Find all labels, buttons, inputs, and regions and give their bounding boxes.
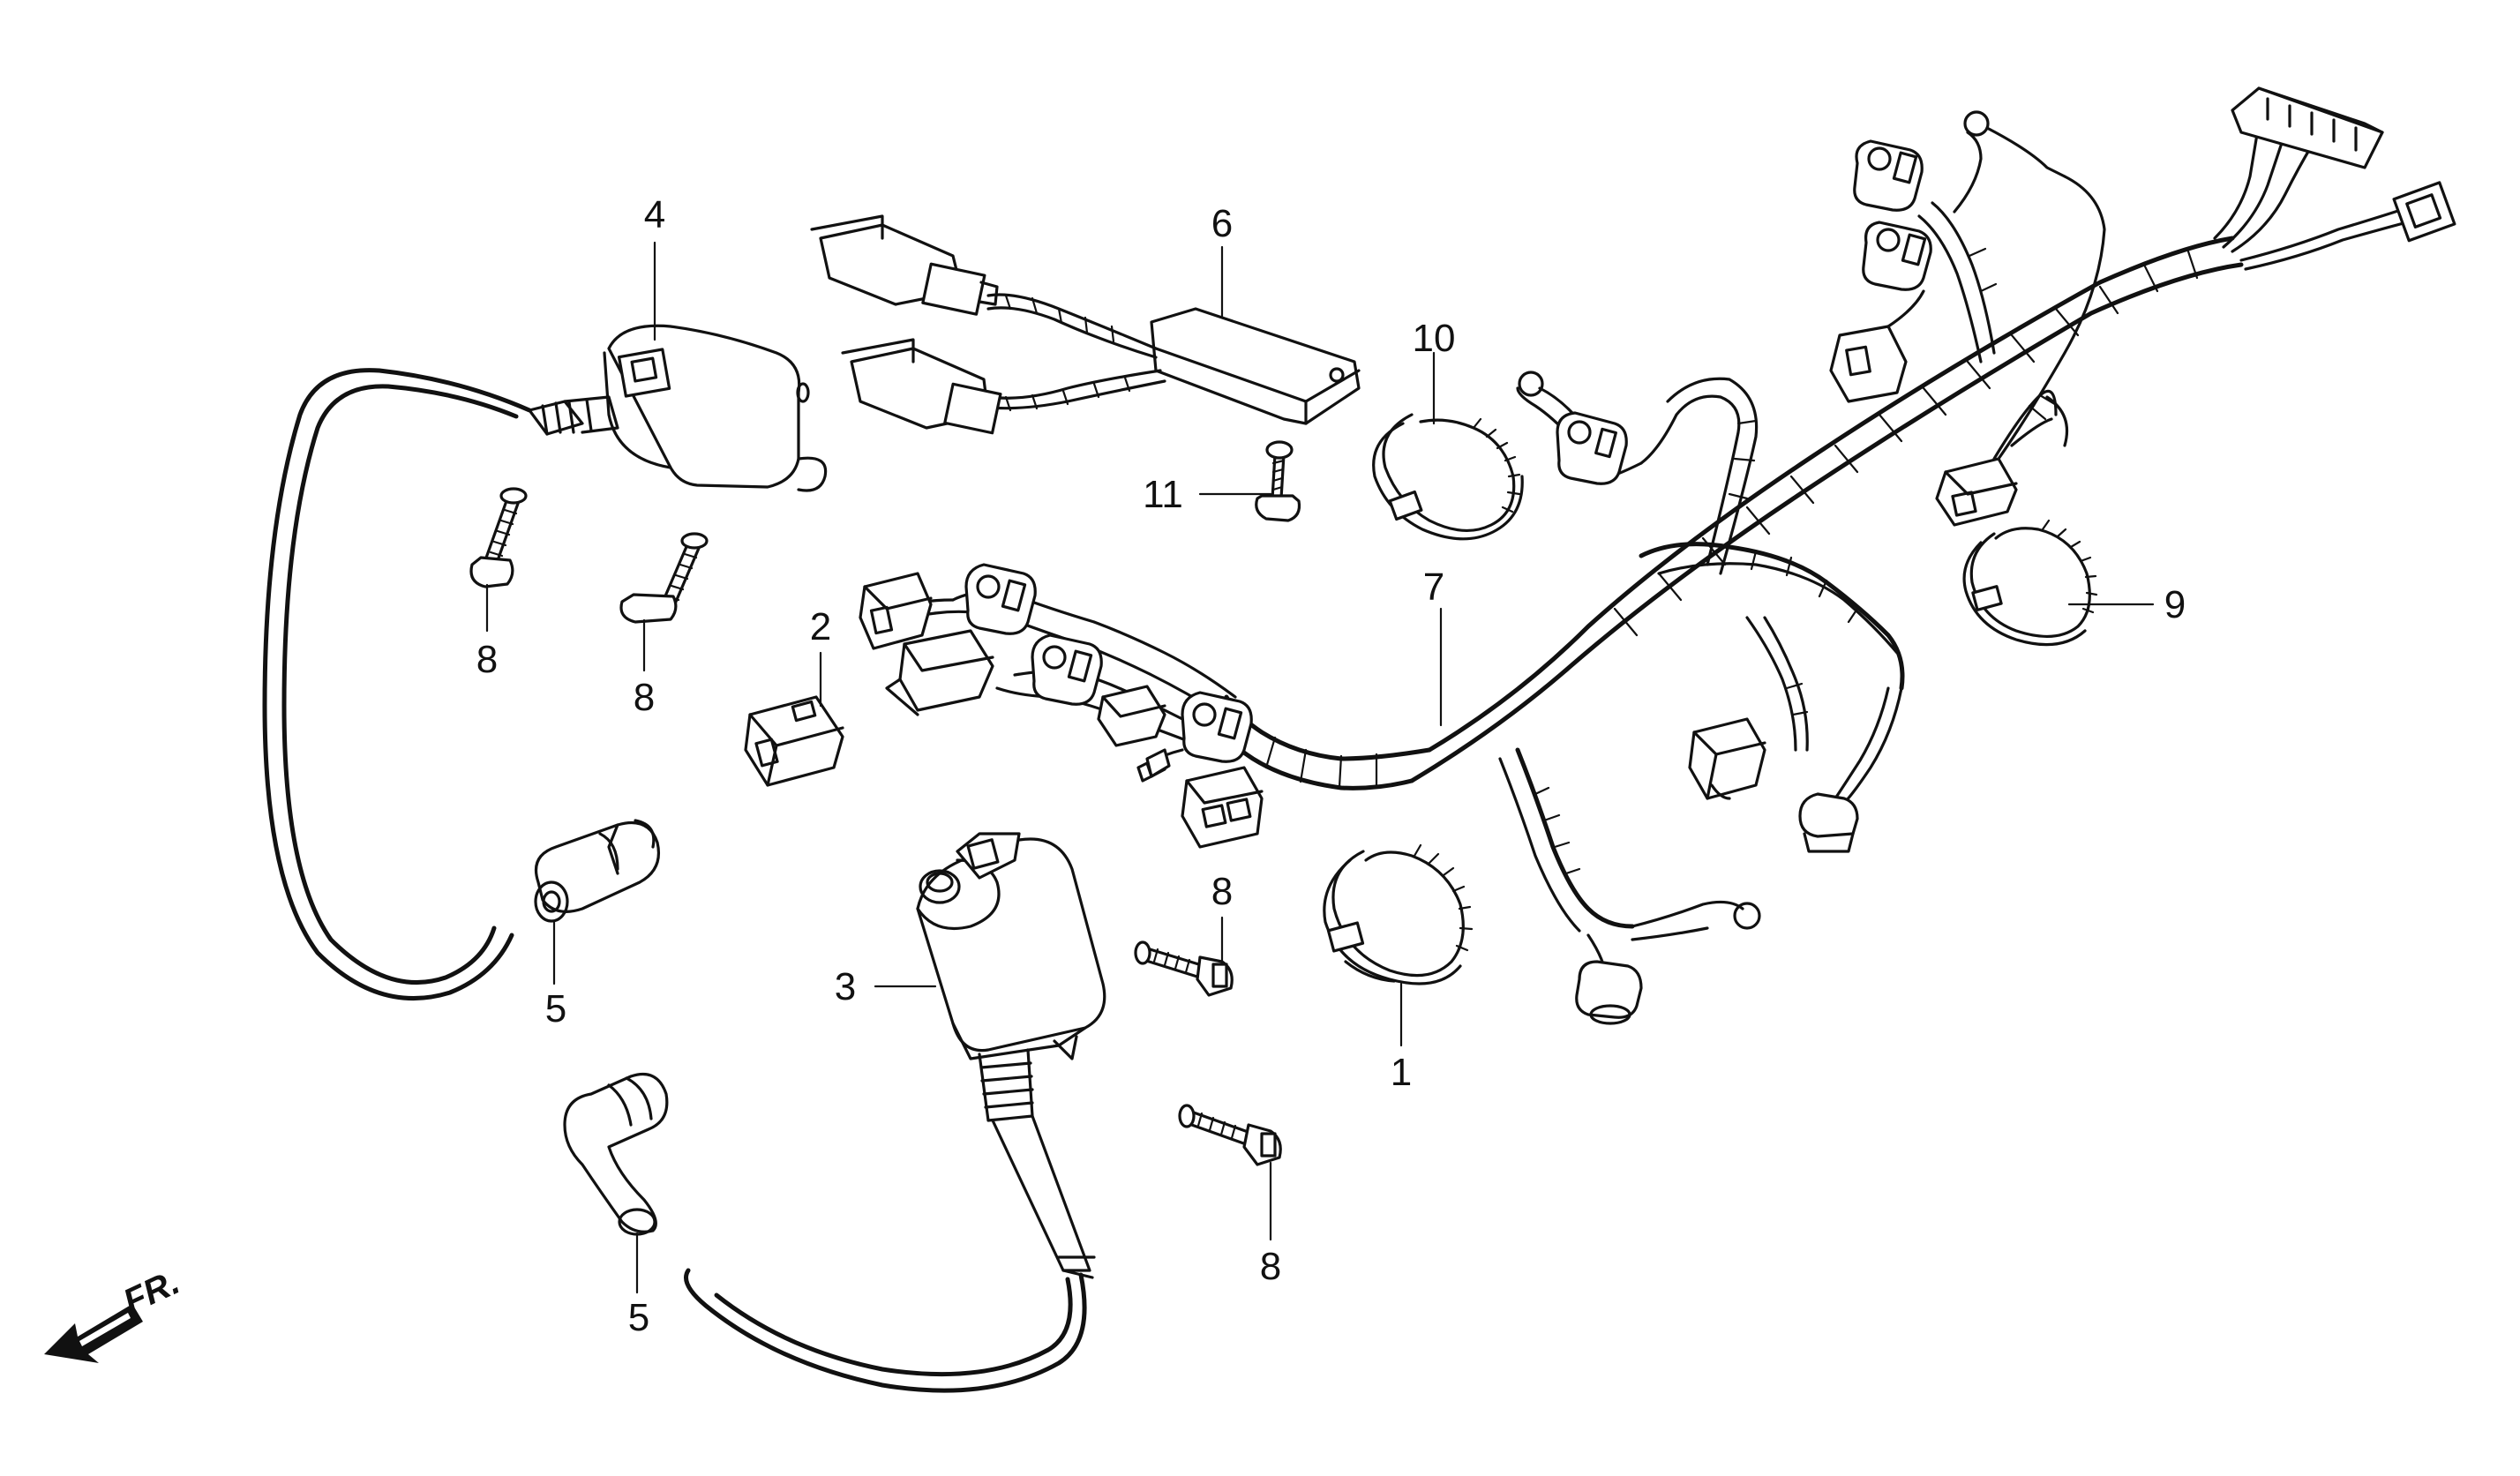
relay-unit[interactable]: [810, 214, 1361, 435]
band-clip-9[interactable]: [1962, 519, 2098, 647]
callout-4: 4: [644, 193, 665, 236]
callout-2: 2: [810, 605, 831, 648]
spark-plug-cap-upper[interactable]: [534, 819, 660, 923]
ignition-coil-upper[interactable]: [262, 324, 828, 1001]
bolt-8b[interactable]: [619, 532, 709, 624]
band-clip-1[interactable]: [1323, 843, 1474, 985]
callout-7: 7: [1423, 566, 1444, 609]
spark-plug-cap-lower[interactable]: [563, 1072, 669, 1236]
front-direction-arrow-icon: [44, 1304, 143, 1363]
bolt-8c[interactable]: [1134, 940, 1234, 997]
callout-11: 11: [1143, 473, 1183, 516]
connector-2[interactable]: [744, 695, 844, 787]
bolt-8a[interactable]: [469, 487, 528, 588]
leader-lines: [485, 241, 2155, 1294]
front-direction-indicator: FR.: [44, 1262, 185, 1363]
bolt-8d[interactable]: [1178, 1104, 1282, 1166]
callout-8c: 8: [1211, 870, 1233, 913]
callout-5-lower: 5: [628, 1296, 649, 1339]
callout-1: 1: [1391, 1051, 1412, 1094]
callout-8b: 8: [634, 676, 655, 719]
callout-6: 6: [1211, 202, 1233, 245]
ignition-coil-lower[interactable]: [684, 832, 1106, 1393]
callout-8d: 8: [1260, 1245, 1281, 1288]
callout-5-upper: 5: [545, 987, 566, 1030]
band-clip-10[interactable]: [1372, 413, 1524, 541]
main-wire-harness[interactable]: [859, 86, 2456, 1025]
callout-9: 9: [2164, 583, 2186, 626]
callout-8a: 8: [476, 638, 498, 681]
callout-10: 10: [1413, 317, 1456, 360]
callout-labels: 1 2 3 4 5 5 6 7 8 8 8 8 9 10 11: [476, 193, 2186, 1339]
callout-3: 3: [835, 965, 856, 1008]
bolt-11[interactable]: [1255, 440, 1301, 522]
